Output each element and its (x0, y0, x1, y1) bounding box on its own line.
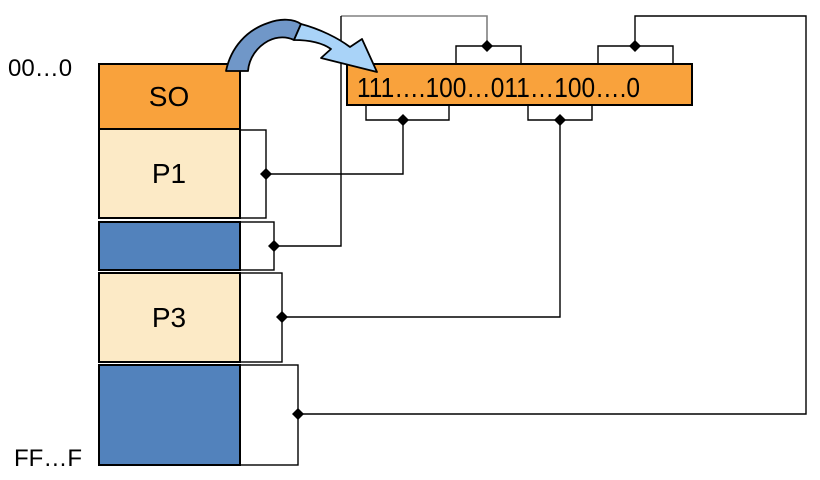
memory-block-p3-label: P3 (152, 302, 186, 333)
diamond-p1 (260, 168, 272, 180)
mapping-arrow-head (293, 23, 378, 73)
connector-free1-top-segment (341, 15, 488, 43)
diamond-free1 (268, 240, 280, 252)
diamond-bit-bottom-2 (554, 114, 566, 126)
diamond-bit-top-2 (629, 40, 641, 52)
memory-block-p1 (98, 128, 241, 219)
diamond-bit-top-1 (481, 40, 493, 52)
block-brace-free2 (239, 364, 299, 466)
memory-block-free1 (98, 221, 241, 271)
bit-group-brace-bottom-1 (365, 105, 450, 121)
memory-block-so-label: SO (149, 81, 189, 112)
bitmap-bar (346, 63, 693, 106)
connector-free2-bitmap (298, 15, 807, 415)
address-bottom-label: FF…F (14, 445, 82, 472)
diamond-bit-bottom-1 (397, 114, 409, 126)
memory-block-free2 (98, 364, 241, 466)
diamond-p3 (276, 311, 288, 323)
memory-block-p3 (98, 272, 241, 363)
connector-p3-bitmap (282, 122, 561, 318)
mapping-arrow-back (225, 18, 302, 72)
connector-free1-bitmap (274, 16, 342, 247)
connector-p1-bitmap (266, 122, 404, 175)
block-brace-p3 (239, 272, 283, 363)
diamond-free2 (292, 408, 304, 420)
bitmap-value-label: 111….100…011…100….0 (357, 72, 640, 103)
memory-block-p1-label: P1 (152, 158, 186, 189)
address-top-label: 00…0 (8, 55, 72, 82)
memory-column (98, 63, 241, 466)
